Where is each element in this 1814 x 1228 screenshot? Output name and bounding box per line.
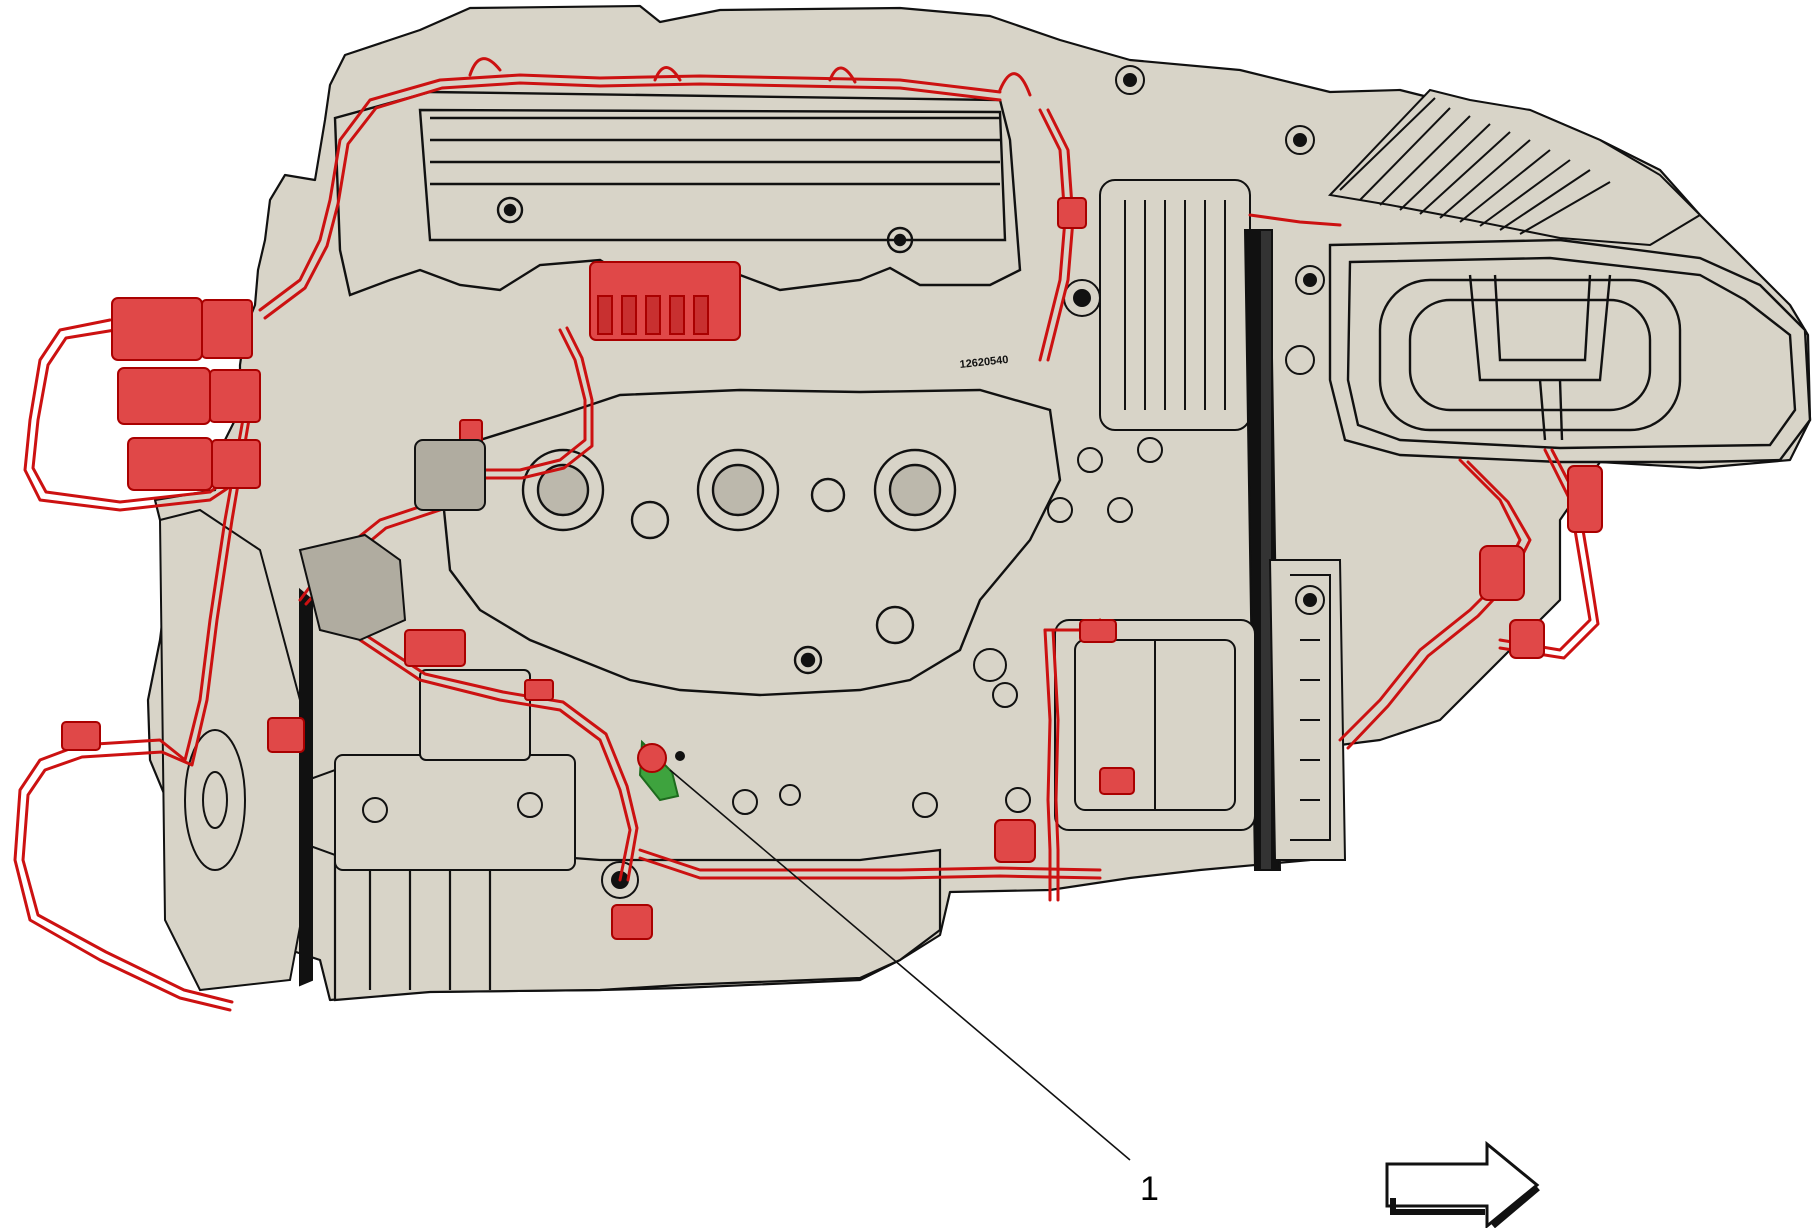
air-intake-duct	[1327, 88, 1702, 247]
part-code-label: 12620540	[959, 354, 1009, 371]
engine-wiring-harness	[13, 57, 1600, 1012]
air-cleaner-housing	[1328, 238, 1812, 464]
valve-cover	[333, 90, 1022, 297]
callout-leader-line	[669, 769, 1131, 1161]
block-fasteners	[601, 65, 1325, 899]
alternator	[1063, 179, 1251, 431]
exhaust-manifold	[438, 388, 1062, 697]
ac-compressor	[1054, 619, 1256, 831]
harness-bracket	[298, 439, 486, 642]
highlighted-ground-terminal	[637, 739, 685, 802]
harness-connectors	[61, 197, 1603, 940]
callout-number: 1	[1140, 1170, 1159, 1208]
flywheel-housing	[158, 508, 313, 992]
right-arrow-icon	[1385, 1140, 1540, 1228]
ac-compressor-pulley	[1268, 559, 1347, 861]
